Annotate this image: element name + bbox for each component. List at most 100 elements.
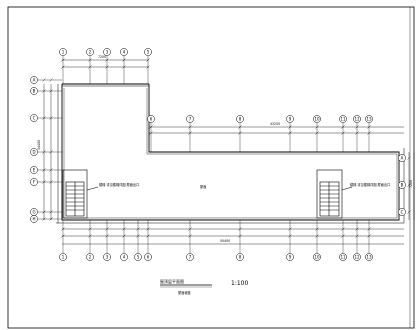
grid-bubble-left-2-circle: [30, 87, 38, 95]
grid-bubble-mid-2: 7: [186, 115, 194, 123]
grid-bubble-left-4-circle: [30, 148, 38, 156]
grid-bubble-top-3-label: 3: [106, 49, 109, 54]
grid-bubble-bottom-7: 7: [186, 253, 194, 261]
grid-bubble-right-2-label: B: [401, 182, 404, 187]
dimension-ticks: [42, 58, 411, 238]
grid-bubble-bottom-3-label: 3: [106, 254, 109, 259]
grid-bubble-bottom-8-label: 8: [239, 254, 242, 259]
grid-bubble-right-2-circle: [398, 181, 406, 189]
room-label: 屋面: [200, 184, 206, 189]
grid-bubble-bottom-2: 2: [86, 253, 94, 261]
drawing-border: [7, 6, 415, 329]
grid-bubble-top-2-label: 2: [89, 49, 92, 54]
grid-bubble-left-2: B: [30, 87, 38, 95]
grid-bubble-top-4: 4: [120, 48, 128, 56]
grid-bubble-top-4-circle: [120, 48, 128, 56]
grid-bubble-bottom-4: 4: [120, 253, 128, 261]
grid-bubble-mid-1-label: 6: [150, 116, 153, 121]
grid-bubble-bottom-3-circle: [103, 253, 111, 261]
grid-bubble-bottom-4-circle: [120, 253, 128, 261]
grid-bubble-mid-4-circle: [286, 115, 294, 123]
grid-bubble-right-2: B: [398, 181, 406, 189]
grid-bubble-left-7-label: G: [32, 209, 35, 214]
grid-bubble-mid-8-label: 13: [366, 116, 372, 121]
grid-bubble-right-1-circle: [398, 154, 406, 162]
drawing-title: 屋顶层平面图: [160, 278, 184, 284]
grid-bubble-bottom-7-circle: [186, 253, 194, 261]
grid-bubble-left-8: H: [30, 215, 38, 223]
grid-bubble-bottom-5: 5: [134, 253, 142, 261]
grid-bubble-mid-7-label: 12: [354, 116, 360, 121]
grid-bubble-mid-2-circle: [186, 115, 194, 123]
grid-bubble-mid-3-circle: [236, 115, 244, 123]
grid-bubble-mid-5-circle: [313, 115, 321, 123]
drawing-title-block: 屋顶层平面图 1:100 屋面坡度: [160, 278, 248, 295]
grid-bubble-mid-4: 9: [286, 115, 294, 123]
grid-bubble-bottom-13-circle: [365, 253, 373, 261]
grid-bubble-mid-2-label: 7: [189, 116, 192, 121]
grid-bubble-bottom-10-circle: [313, 253, 321, 261]
grid-bubble-mid-5-label: 10: [314, 116, 320, 121]
grid-bubble-right-3-label: C: [401, 209, 404, 214]
grid-bubble-mid-3: 8: [236, 115, 244, 123]
grid-bubble-mid-8-circle: [365, 115, 373, 123]
grid-bubble-bottom-5-circle: [134, 253, 142, 261]
grid-bubble-left-1-label: A: [33, 77, 36, 82]
grid-bubble-bottom-11-label: 11: [340, 254, 346, 259]
stair-core-right: [316, 169, 353, 219]
grid-bubble-bottom-1: 1: [59, 253, 67, 261]
grid-bubble-left-4: D: [30, 148, 38, 156]
dim-tick: [407, 210, 411, 214]
grid-bubble-left-3: C: [30, 114, 38, 122]
grid-bubble-left-2-label: B: [33, 88, 36, 93]
grid-bubble-top-4-label: 4: [123, 49, 126, 54]
grid-bubble-left-8-circle: [30, 215, 38, 223]
grid-bubble-right-1: A: [398, 154, 406, 162]
grid-bubble-right-1-label: A: [401, 155, 404, 160]
grid-leaders: [38, 56, 370, 253]
grid-bubble-bottom-6-circle: [144, 253, 152, 261]
grid-bubble-left-3-label: C: [33, 115, 36, 120]
grid-bubble-left-6: F: [30, 178, 38, 186]
dim-tick: [407, 156, 411, 160]
grid-bubble-bottom-13-label: 13: [366, 254, 372, 259]
grid-bubble-left-6-label: F: [33, 179, 36, 184]
drawing-subtitle: 屋面坡度: [178, 290, 192, 295]
grid-bubble-left-6-circle: [30, 178, 38, 186]
grid-bubble-bottom-1-circle: [59, 253, 67, 261]
dim-tick: [407, 183, 411, 187]
grid-bubble-top-5-label: 5: [147, 49, 150, 54]
grid-bubble-bottom-4-label: 4: [123, 254, 126, 259]
dim-bottom-total: 50400: [220, 239, 230, 243]
grid-bubble-mid-6-label: 11: [340, 116, 346, 121]
grid-bubble-mid-7: 12: [353, 115, 361, 123]
grid-bubble-mid-8: 13: [365, 115, 373, 123]
grid-bubble-mid-3-label: 8: [239, 116, 242, 121]
grid-bubble-bottom-13: 13: [365, 253, 373, 261]
grid-bubble-top-5: 5: [144, 48, 152, 56]
stair-note-right: 楼梯 详见楼梯详图 屋面出口: [350, 182, 390, 187]
grid-bubble-bottom-11: 11: [339, 253, 347, 261]
grid-bubble-bottom-12: 12: [353, 253, 361, 261]
grid-bubble-mid-1: 6: [147, 115, 155, 123]
grid-bubble-mid-7-circle: [353, 115, 361, 123]
grid-bubble-bottom-11-circle: [339, 253, 347, 261]
grid-bubble-right-3-circle: [398, 208, 406, 216]
grid-bubble-bottom-1-label: 1: [62, 254, 65, 259]
grid-bubbles-right: A B C: [398, 154, 406, 216]
grid-bubble-bottom-9-circle: [286, 253, 294, 261]
grid-bubble-bottom-6: 6: [144, 253, 152, 261]
grid-bubble-bottom-9-label: 9: [289, 254, 292, 259]
grid-bubble-top-1-label: 1: [62, 49, 65, 54]
grid-bubble-top-2: 2: [86, 48, 94, 56]
grid-bubble-left-7: G: [30, 208, 38, 216]
stair-core-left: [62, 169, 99, 219]
grid-bubble-left-8-label: H: [32, 216, 35, 221]
grid-bubble-bottom-5-label: 5: [137, 254, 140, 259]
grid-bubble-left-5: E: [30, 166, 38, 174]
grid-bubble-top-5-circle: [144, 48, 152, 56]
grid-bubble-top-1: 1: [59, 48, 67, 56]
grid-bubble-top-3: 3: [103, 48, 111, 56]
